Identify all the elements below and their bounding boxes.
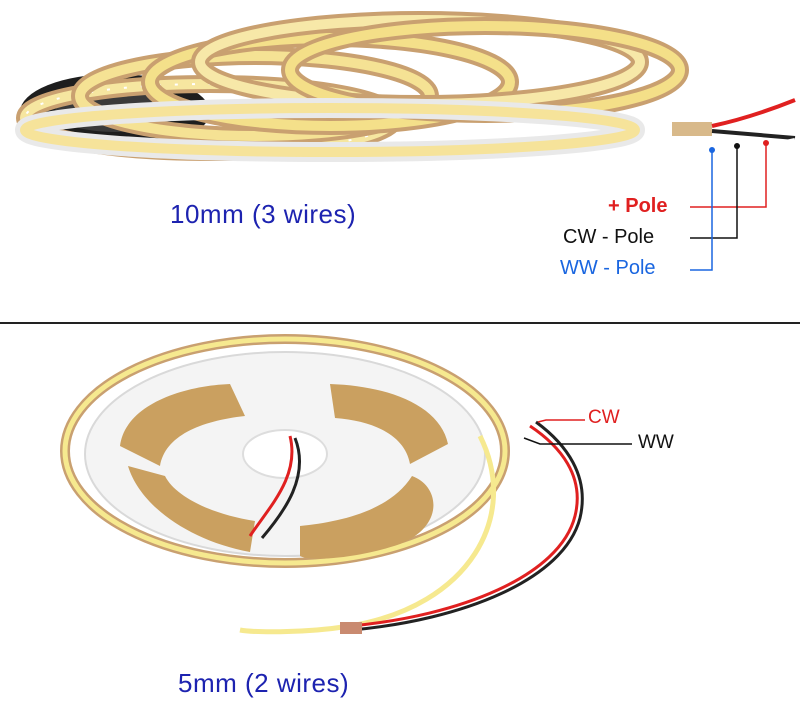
- strip-connector: [672, 122, 712, 136]
- strip-connector-5mm: [340, 622, 362, 634]
- five-mm-strip-reel-image: [60, 334, 632, 635]
- section-divider: [0, 322, 800, 324]
- top-panel: 10mm (3 wires) + Pole CW - Pole WW - Pol…: [0, 0, 800, 322]
- coil-window-top-right: [330, 384, 448, 464]
- cw-label: CW: [588, 407, 620, 428]
- reel-hub: [242, 429, 328, 479]
- pole-leader-lines: [690, 140, 769, 271]
- five-mm-caption: 5mm (2 wires): [178, 668, 350, 698]
- coil-window-bottom-right: [300, 476, 434, 559]
- ww-pole-label: WW - Pole: [560, 257, 656, 279]
- ten-mm-caption: 10mm (3 wires): [170, 199, 357, 229]
- cw-pole-label: CW - Pole: [563, 226, 655, 248]
- ten-mm-strip-reels-image: [15, 11, 796, 271]
- plus-pole-label: + Pole: [608, 195, 668, 217]
- strip-coil-front: [15, 98, 645, 162]
- ww-label: WW: [638, 432, 674, 453]
- coil-window-bottom-left: [128, 466, 255, 552]
- bottom-panel: CW WW 5mm (2 wires): [0, 326, 800, 715]
- coil-window-top-left: [120, 384, 245, 466]
